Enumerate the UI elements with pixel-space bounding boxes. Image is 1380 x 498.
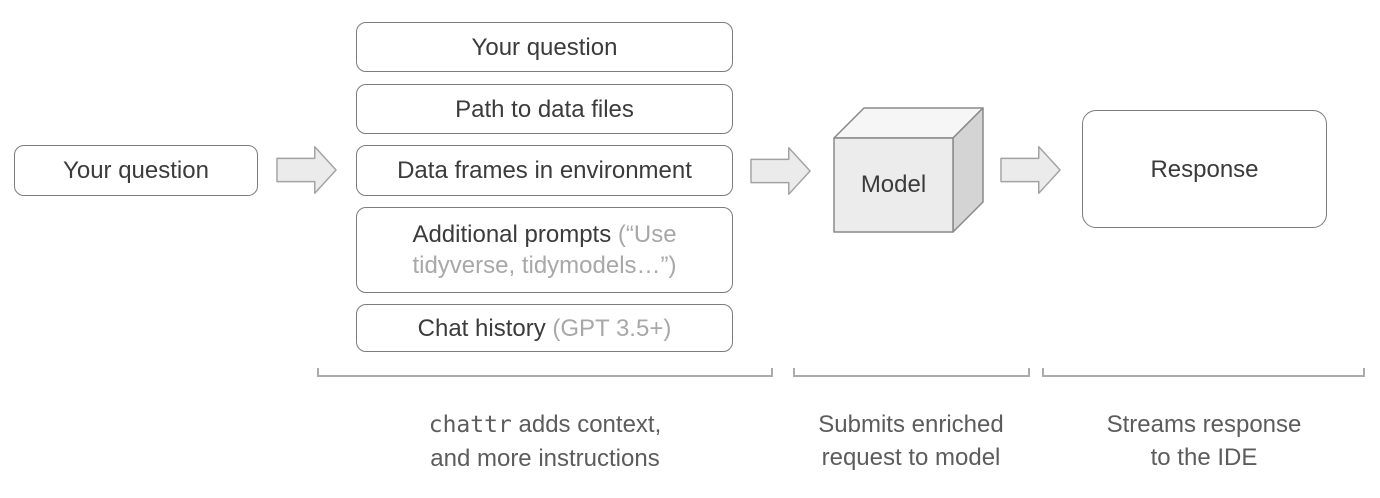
arrow-right-icon [1000, 146, 1061, 194]
bracket-model [793, 368, 1030, 377]
stack-item-data-frames: Data frames in environment [356, 145, 733, 196]
caption-line: and more instructions [430, 445, 660, 472]
your-question-box: Your question [14, 145, 258, 196]
stack-item-label: Path to data files [455, 95, 634, 123]
bracket-response [1042, 368, 1365, 377]
model-cube-icon [833, 107, 984, 233]
response-box: Response [1082, 110, 1327, 228]
caption-line: request to model [821, 444, 1001, 471]
caption-line: chattr adds context, [428, 411, 662, 438]
arrow-right-icon [276, 146, 337, 194]
caption-line: Streams response [1106, 411, 1302, 438]
stack-item-note: (“Use tidyverse, tidymodels…”) [412, 221, 677, 279]
caption-line: Submits enriched [818, 411, 1004, 438]
your-question-label: Your question [63, 157, 209, 184]
chattr-code-text: chattr [428, 412, 512, 438]
stack-item-label: Chat history (GPT 3.5+) [417, 314, 672, 342]
model-label: Model [860, 171, 927, 198]
stack-item-chat-history: Chat history (GPT 3.5+) [356, 304, 733, 352]
stack-item-label: Your question [471, 33, 618, 61]
caption-response: Streams response to the IDE [1024, 408, 1380, 474]
arrow-right-icon [750, 147, 811, 195]
stack-item-additional-prompts: Additional prompts (“Use tidyverse, tidy… [356, 207, 733, 293]
caption-context: chattr adds context, and more instructio… [365, 408, 725, 475]
stack-item-path-to-data-files: Path to data files [356, 84, 733, 134]
caption-line: to the IDE [1150, 444, 1258, 471]
stack-item-note: (GPT 3.5+) [545, 314, 672, 342]
stack-item-label: Additional prompts (“Use tidyverse, tidy… [412, 221, 677, 279]
response-label: Response [1150, 155, 1259, 183]
stack-item-label: Data frames in environment [397, 157, 692, 184]
stack-item-your-question: Your question [356, 22, 733, 72]
caption-model: Submits enriched request to model [731, 408, 1091, 474]
bracket-context [317, 368, 773, 377]
